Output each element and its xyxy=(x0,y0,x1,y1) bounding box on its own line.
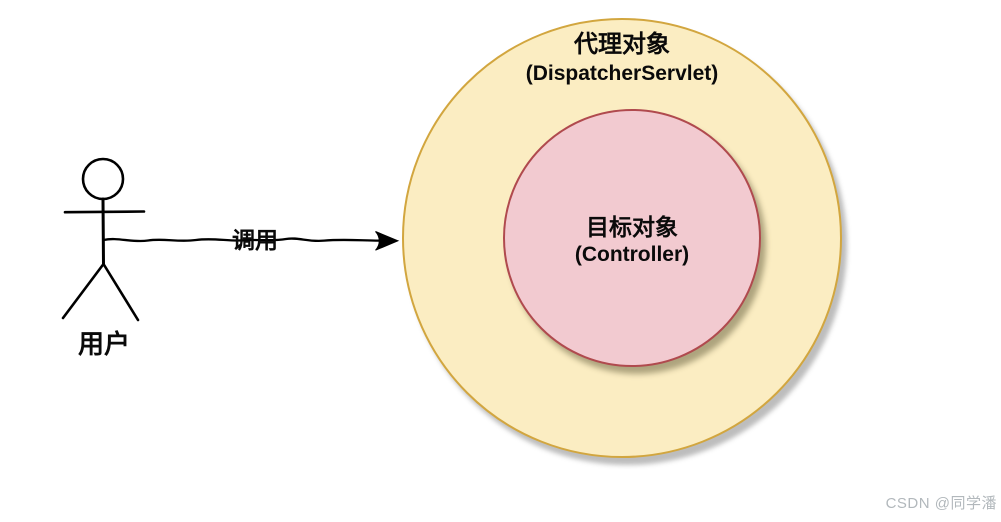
watermark: CSDN @同学潘 xyxy=(885,495,997,512)
actor-right-leg xyxy=(102,262,140,322)
actor-left-leg xyxy=(61,262,105,320)
actor-head xyxy=(81,157,125,201)
call-arrow-label: 调用 xyxy=(232,227,278,253)
call-arrow-head xyxy=(375,231,400,251)
actor-arms xyxy=(63,210,146,214)
proxy-object-title: 代理对象 xyxy=(574,31,670,58)
proxy-object-subtitle: (DispatcherServlet) xyxy=(525,62,719,85)
target-object-label: 目标对象 (Controller) xyxy=(503,214,761,268)
target-object-title: 目标对象 xyxy=(586,214,678,240)
target-object-circle xyxy=(503,109,761,367)
proxy-object-label: 代理对象 (DispatcherServlet) xyxy=(402,30,842,87)
user-actor-figure xyxy=(61,157,146,322)
user-actor-label: 用户 xyxy=(77,329,130,359)
target-object-subtitle: (Controller) xyxy=(574,243,690,266)
actor-body xyxy=(101,197,105,267)
